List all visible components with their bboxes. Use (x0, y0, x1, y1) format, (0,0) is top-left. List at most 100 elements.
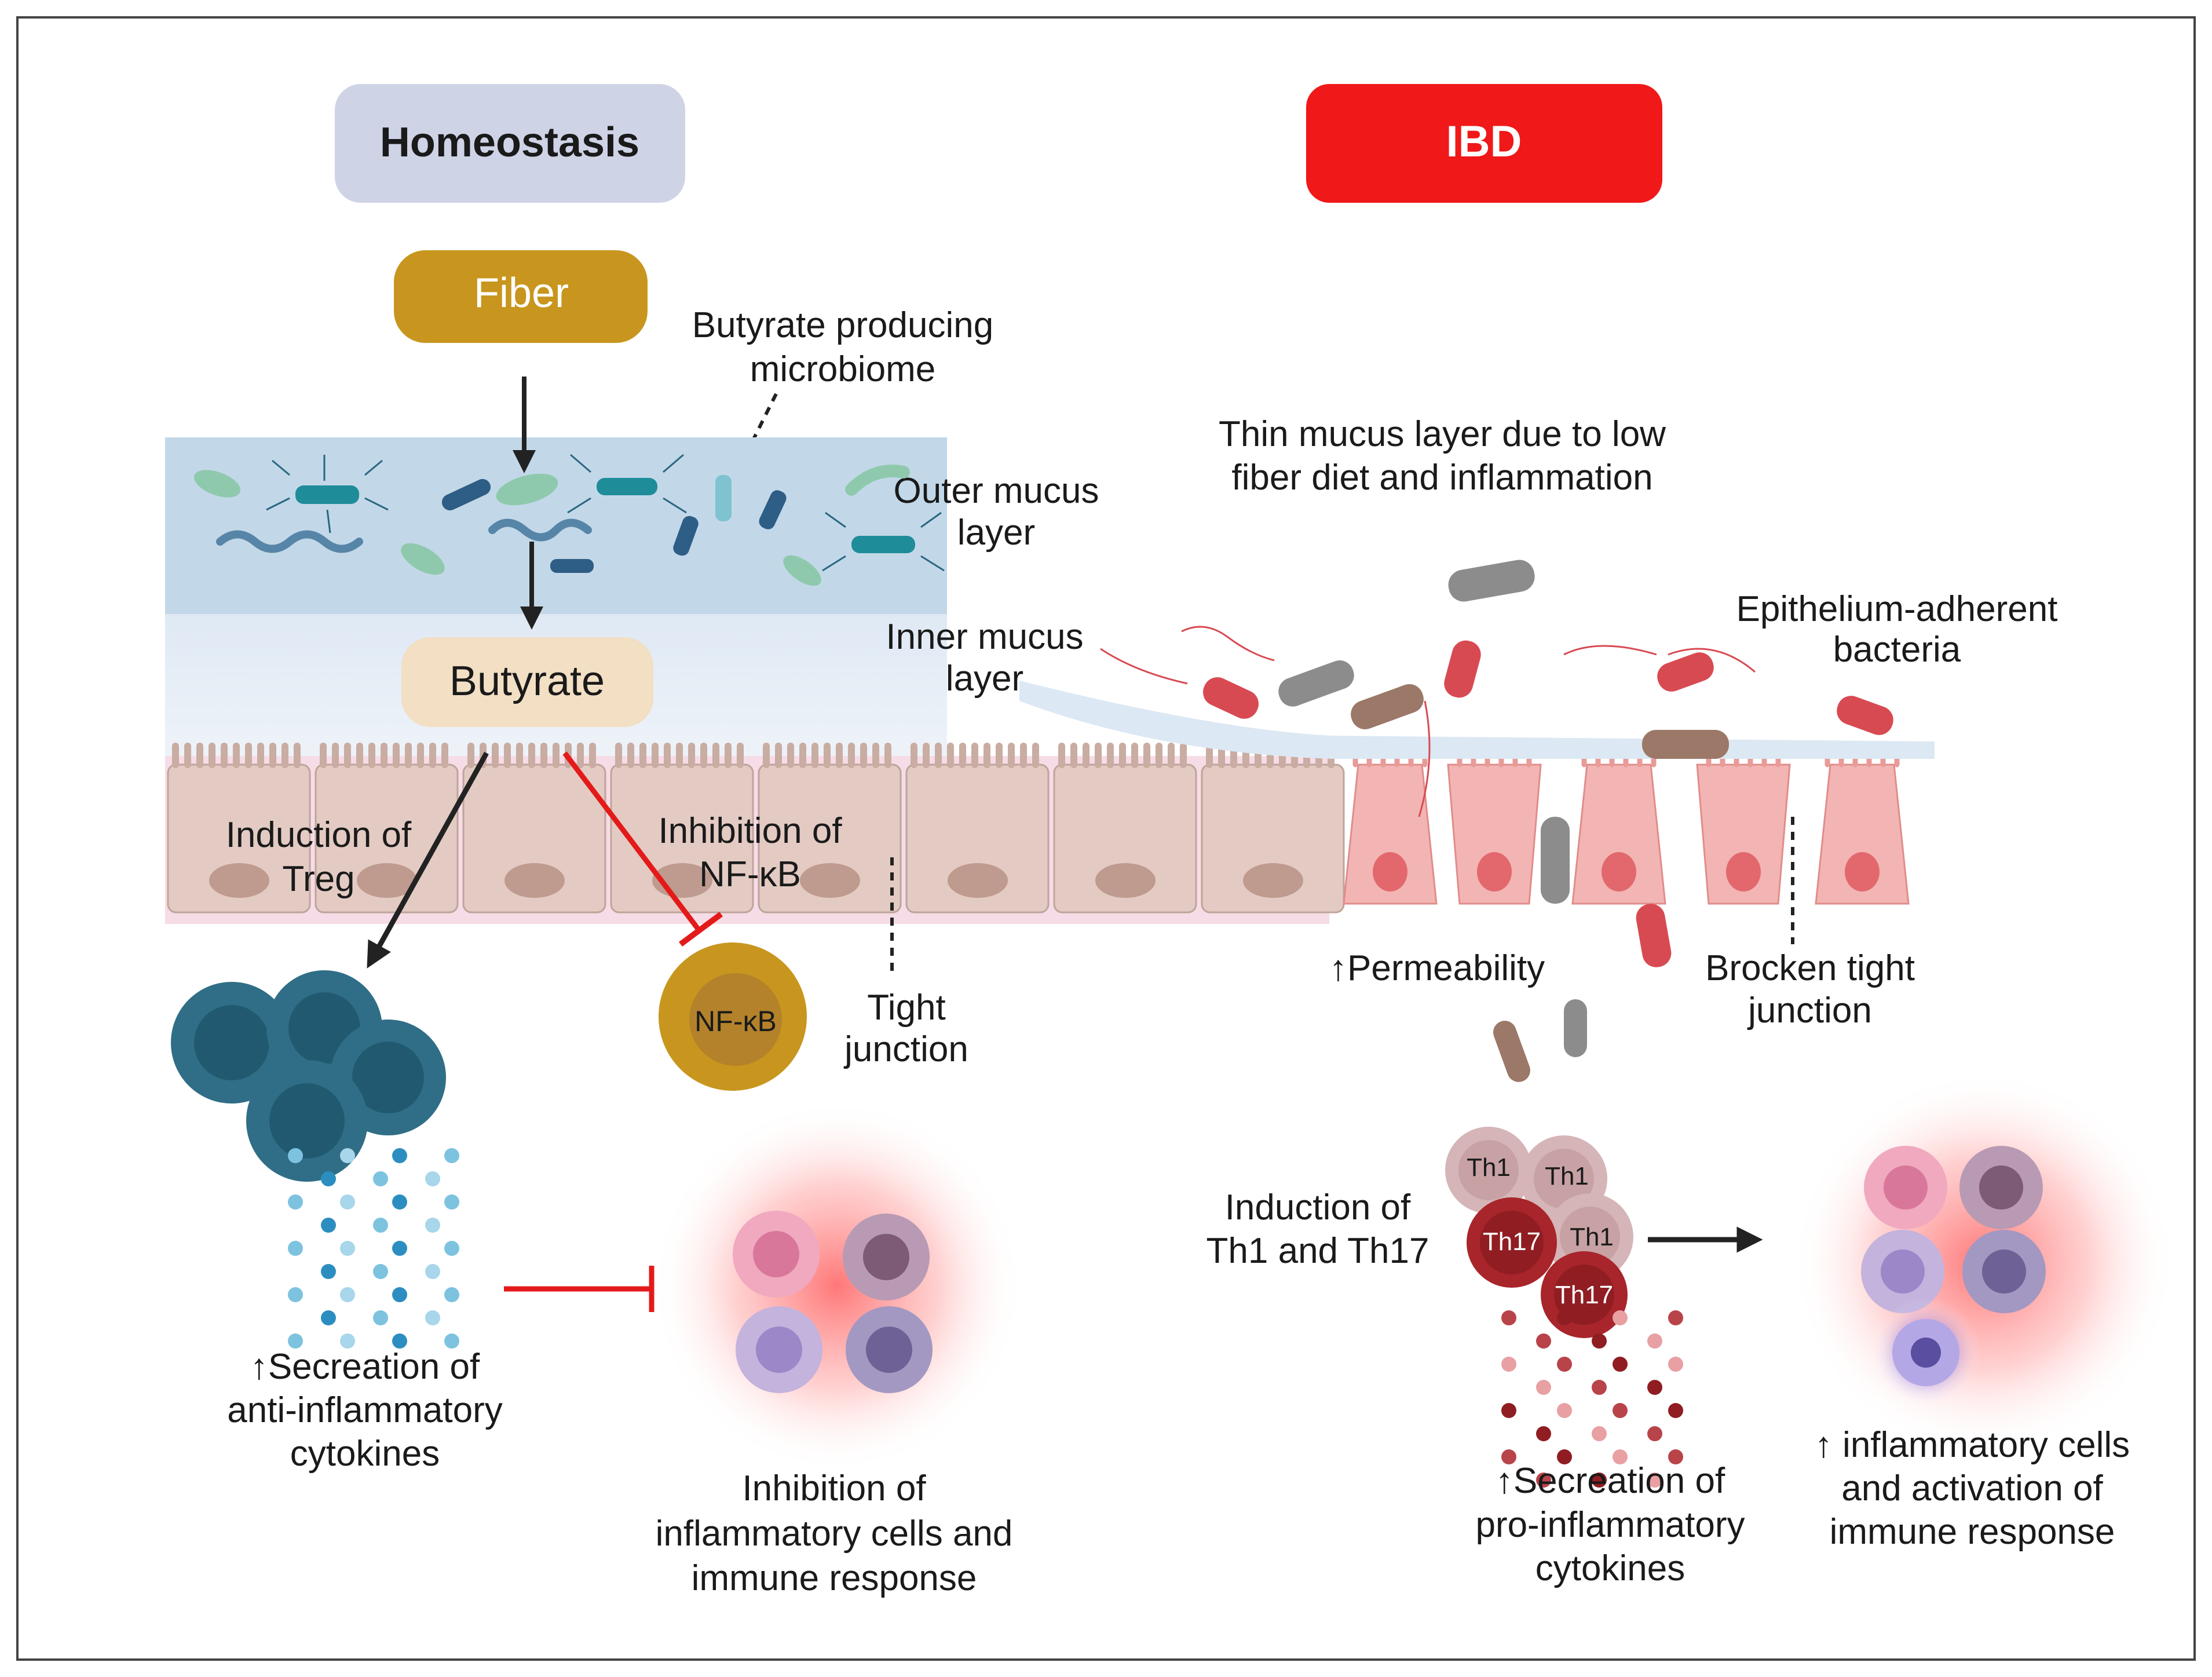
bacterium (597, 478, 657, 495)
cytokine-dot (340, 1148, 355, 1163)
broken-junction-line2: junction (1747, 991, 1872, 1031)
cytokine-dot (1613, 1449, 1628, 1464)
enterocyte-nucleus (800, 863, 860, 898)
cytokine-dot (1536, 1426, 1551, 1441)
cytokine-dot (1592, 1380, 1607, 1395)
homeostasis-title-box (335, 84, 685, 203)
activated-immune-cells (1793, 1072, 2175, 1454)
treg-induction-arrow (367, 751, 489, 969)
bacterium (295, 485, 359, 504)
cytokine-dot (1501, 1403, 1516, 1418)
cytokine-dot (340, 1333, 355, 1349)
cytokine-dot (392, 1333, 407, 1349)
bacterium (759, 490, 787, 529)
cytokine-dot (1501, 1449, 1516, 1464)
nfkb-inhibition-line (562, 751, 703, 934)
cytokine-dot (1592, 1333, 1607, 1349)
inflamed-nucleus (1602, 852, 1636, 892)
cytokine-dot (373, 1171, 388, 1186)
cytokine-dot (392, 1194, 407, 1210)
anti-inflammatory-cytokines (288, 1148, 459, 1349)
cytokine-dot (1501, 1310, 1516, 1325)
activation-line1: ↑ inflammatory cells (1815, 1425, 2130, 1465)
treg-label-line1: Induction of (226, 815, 412, 855)
th17-label-a: Th17 (1483, 1227, 1541, 1256)
microvilli (320, 743, 448, 768)
cytokine-dot (288, 1287, 303, 1302)
cytokine-dot (321, 1264, 336, 1279)
ibd-panel: IBD Thin mucus layer due to low fiber di… (1019, 84, 2175, 1588)
tight-junction-label-line1: Tight (867, 988, 946, 1028)
microbiome-label-line2: microbiome (750, 349, 935, 389)
cytokine-dot (1613, 1357, 1628, 1372)
fiber-label: Fiber (474, 270, 569, 316)
cytokine-dot (425, 1264, 440, 1279)
butyrate-box (401, 637, 653, 727)
cytokine-dot (1536, 1380, 1551, 1395)
cytokine-dot (444, 1194, 459, 1210)
cytokine-dot (1647, 1380, 1662, 1395)
cytokine-dot (1668, 1310, 1683, 1325)
bacterium (550, 559, 594, 573)
cytokine-dot (1592, 1473, 1607, 1488)
inflamed-enterocyte (1571, 763, 1666, 905)
inflamed-nucleus (1373, 852, 1407, 892)
cytokine-dot (444, 1287, 459, 1302)
cytokine-dot (1557, 1403, 1572, 1418)
cytokine-dot (321, 1218, 336, 1233)
inner-mucus-label-line1: Inner mucus (886, 617, 1083, 657)
microvilli (763, 743, 891, 768)
th1-label-c: Th1 (1570, 1223, 1614, 1251)
cytokine-dot (373, 1218, 388, 1233)
cytokine-dot (288, 1148, 303, 1163)
microvilli (172, 743, 301, 768)
pathogenic-bacteria (1100, 560, 1893, 1082)
cytokine-dot (321, 1310, 336, 1325)
nfkb-cell-label: NF-κB (694, 1005, 777, 1037)
cytokine-dot (340, 1287, 355, 1302)
inflamed-nucleus (1845, 852, 1880, 892)
cytokine-dot (392, 1148, 407, 1163)
cytokine-dot (340, 1241, 355, 1256)
cytokine-dot (1592, 1426, 1607, 1441)
cytokine-dot (1647, 1426, 1662, 1441)
enterocyte-nucleus (948, 863, 1008, 898)
pro-inflammatory-line3: cytokines (1535, 1548, 1685, 1588)
cytokine-dot (1557, 1449, 1572, 1464)
bacterium (496, 473, 558, 506)
inhibited-immune-cells (652, 1101, 1022, 1471)
cytokine-dot (425, 1218, 440, 1233)
cytokine-dot (1613, 1403, 1628, 1418)
inflamed-nucleus (1726, 852, 1761, 892)
cytokine-dot (288, 1333, 303, 1349)
cytokine-dot (321, 1171, 336, 1186)
microvilli (911, 743, 1039, 768)
cytokine-dot (288, 1241, 303, 1256)
mucus-bacteria (193, 454, 945, 586)
outer-mucus-label-line2: layer (957, 513, 1035, 553)
epithelium-bacteria-line2: bacteria (1833, 630, 1961, 670)
cytokine-dot (392, 1287, 407, 1302)
th-induction-line2: Th1 and Th17 (1206, 1231, 1429, 1271)
th-cells (1445, 1127, 1633, 1338)
homeostasis-panel: Homeostasis Fiber Butyrate producing mic… (165, 84, 1099, 759)
inhibition-immune-line2: inflammatory cells and (656, 1514, 1013, 1554)
cytokine-dot (373, 1310, 388, 1325)
enterocyte-nucleus (357, 863, 417, 898)
outer-mucus-label-line1: Outer mucus (894, 471, 1099, 511)
nfkb-inhibition-bar (679, 911, 723, 947)
cytokine-dot (1668, 1449, 1683, 1464)
cytokine-dot (1557, 1310, 1572, 1325)
bacterium (783, 555, 821, 586)
pro-inflammatory-line1: ↑Secreation of (1496, 1461, 1725, 1501)
flagella (567, 454, 687, 514)
bacterium (715, 475, 732, 521)
nfkb-inhibition-label-line2: NF-κB (699, 854, 801, 894)
treg-label-line2: Treg (282, 859, 354, 899)
inner-mucus-label-line2: layer (946, 659, 1023, 699)
enterocyte-nucleus (504, 863, 565, 898)
anti-inflammatory-line1: ↑Secreation of (250, 1347, 480, 1387)
flagella (266, 455, 389, 534)
homeostasis-title: Homeostasis (380, 119, 639, 166)
